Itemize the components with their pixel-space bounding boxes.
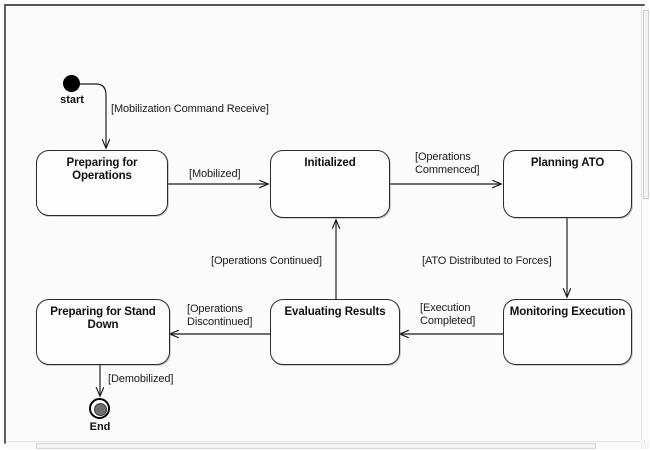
final-state-node[interactable] <box>89 398 110 419</box>
state-evaluating-results[interactable]: Evaluating Results <box>270 299 400 365</box>
state-label: Initialized <box>304 157 356 169</box>
state-label: Planning ATO <box>530 157 605 169</box>
transition-label-ato-distributed-to-forces: [ATO Distributed to Forces] <box>422 255 552 267</box>
vertical-scrollbar[interactable] <box>641 6 649 440</box>
transition-label-mobilization-command-receive: [Mobilization Command Receive] <box>111 103 269 115</box>
horizontal-scrollbar[interactable] <box>6 441 642 449</box>
window-frame <box>4 4 645 444</box>
final-state-inner-dot <box>93 402 107 416</box>
scrollbar-corner <box>641 441 649 449</box>
transition-label-demobilized: [Demobilized] <box>108 373 174 385</box>
state-label: Monitoring Execution <box>509 306 626 318</box>
state-planning-ato[interactable]: Planning ATO <box>503 150 632 218</box>
transition-label-operations-continued: [Operations Continued] <box>211 255 322 267</box>
transition-label-mobilized: [Mobilized] <box>189 168 241 180</box>
state-initialized[interactable]: Initialized <box>270 150 390 218</box>
final-state-label: End <box>89 421 111 433</box>
initial-state-node[interactable] <box>63 75 80 92</box>
horizontal-scrollbar-thumb[interactable] <box>36 443 596 449</box>
state-label: Evaluating Results <box>284 306 386 318</box>
state-monitoring-execution[interactable]: Monitoring Execution <box>503 299 632 365</box>
initial-state-label: start <box>60 94 84 106</box>
vertical-scrollbar-thumb[interactable] <box>643 10 649 199</box>
